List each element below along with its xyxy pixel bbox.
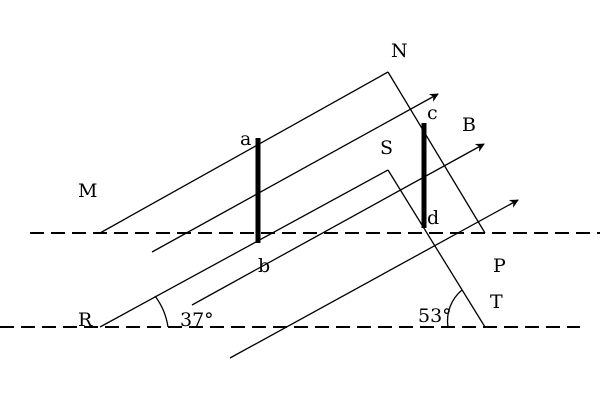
label-R: R — [78, 309, 93, 331]
label-b: b — [258, 255, 270, 277]
label-S: S — [380, 137, 393, 159]
angle-arc-left — [154, 295, 169, 328]
label-B: B — [462, 114, 476, 136]
field-arrow-2 — [191, 143, 485, 306]
field-arrow-3 — [229, 199, 519, 359]
rail-lower-descent — [387, 169, 486, 328]
label-a: a — [240, 128, 251, 150]
rail-lower-incline — [99, 169, 389, 328]
rail-upper-descent — [387, 71, 486, 234]
angle-label-left: 37° — [180, 309, 214, 331]
label-N: N — [391, 40, 408, 62]
label-T: T — [490, 291, 503, 313]
angle-arc-right — [446, 289, 463, 328]
angle-label-right: 53° — [418, 305, 452, 327]
field-arrow-1 — [151, 93, 439, 253]
label-d: d — [427, 207, 439, 229]
rail-upper-incline — [99, 71, 389, 234]
label-P: P — [493, 255, 506, 277]
label-c: c — [427, 102, 438, 124]
label-M: M — [78, 180, 97, 202]
